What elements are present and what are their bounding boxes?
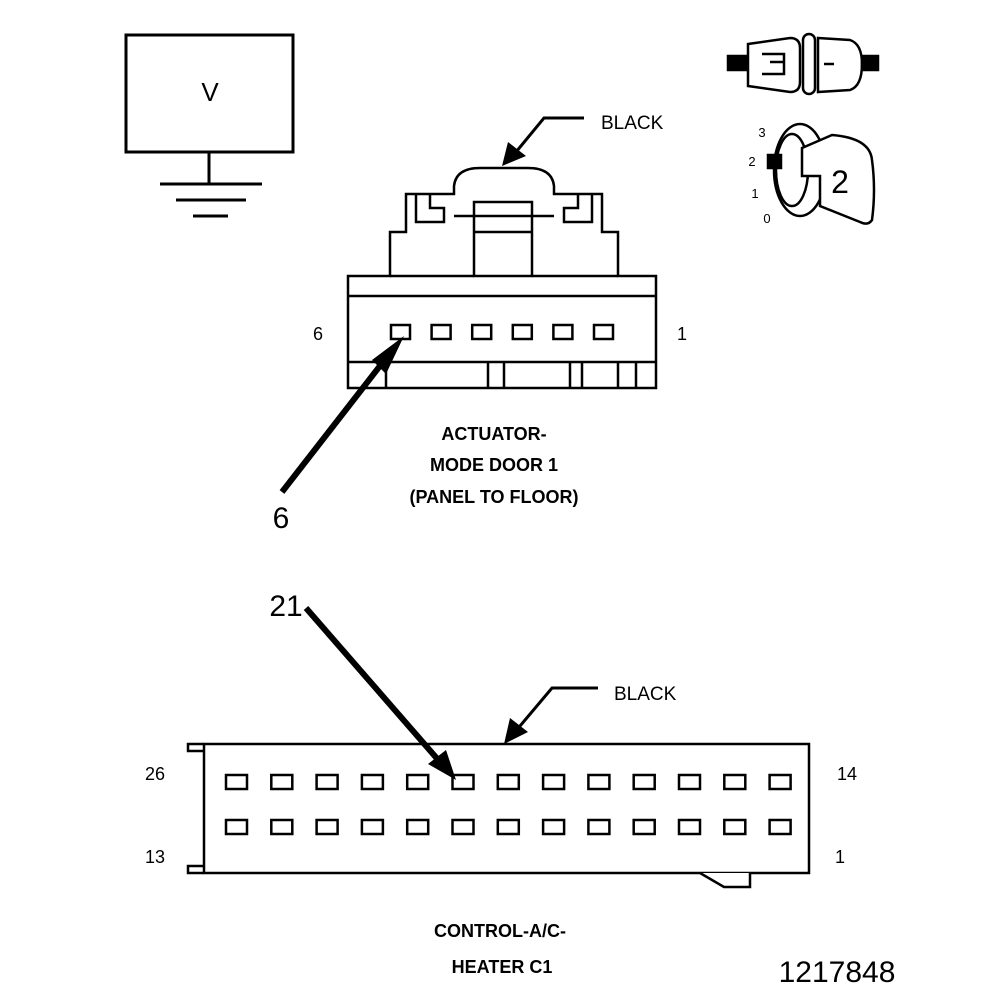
voltmeter-box (124, 33, 295, 154)
actuator-title-line-3: (PANEL TO FLOOR) (410, 487, 579, 507)
control-pin-13-label: 13 (145, 847, 165, 867)
connector-icon (726, 32, 880, 96)
actuator-connector (346, 166, 658, 390)
control-cavity (496, 773, 521, 791)
actuator-color-label: BLACK (601, 113, 664, 134)
control-probe-arrowhead (428, 750, 456, 780)
control-cavity (405, 773, 430, 791)
control-connector-ear-bottom (186, 864, 204, 875)
control-cavity (587, 773, 611, 791)
actuator-cavity (511, 323, 534, 341)
actuator-probe-arrowhead (372, 336, 404, 374)
figure-id: 1217848 (779, 956, 896, 989)
ignition-position-3: 3 (758, 125, 765, 140)
control-cavity (270, 773, 294, 791)
control-cavity (315, 818, 339, 836)
voltmeter-symbol (124, 33, 295, 218)
control-cavity (632, 773, 656, 791)
ignition-position-2: 2 (748, 154, 755, 169)
control-cavity (768, 773, 792, 791)
control-cavity (587, 818, 611, 836)
actuator-title-line-1: ACTUATOR- (441, 424, 546, 444)
control-cavity (451, 773, 475, 791)
connector-icon-male (746, 36, 802, 94)
ignition-switch-icon (766, 122, 876, 225)
actuator-cavity (470, 323, 493, 341)
ignition-position-marker (766, 153, 783, 170)
actuator-probe-pin: 6 (273, 502, 290, 535)
control-connector-tab (699, 871, 752, 889)
control-cavity (632, 818, 656, 836)
actuator-probe-arrow (279, 351, 393, 494)
control-cavity (723, 773, 747, 791)
control-cavity (723, 818, 747, 836)
control-pin-14-label: 14 (837, 764, 857, 784)
control-title-line-1: CONTROL-A/C- (434, 921, 566, 941)
control-cavity (405, 818, 430, 836)
control-cavity (224, 818, 249, 836)
control-cavity (768, 818, 792, 836)
control-cavity (270, 818, 294, 836)
control-connector-ear-top (186, 742, 204, 753)
actuator-pin-1-label: 1 (677, 324, 687, 344)
control-probe-arrow (303, 606, 443, 764)
actuator-latch-left (414, 194, 446, 224)
control-cavity (677, 818, 702, 836)
control-cavity (451, 818, 475, 836)
actuator-cavity (430, 323, 452, 341)
control-color-arrowhead (504, 718, 528, 744)
control-pin-1-label: 1 (835, 847, 845, 867)
actuator-latch-right (562, 194, 594, 224)
control-cavity (360, 773, 385, 791)
connector-icon-wire-left (726, 54, 750, 72)
actuator-color-arrowhead (502, 142, 526, 166)
actuator-cavity (552, 323, 574, 341)
control-cavity (224, 773, 249, 791)
actuator-center-post (472, 200, 534, 278)
control-title-line-2: HEATER C1 (452, 957, 553, 977)
ignition-position-1: 1 (751, 186, 758, 201)
ignition-key (800, 133, 876, 225)
actuator-cavity (389, 323, 412, 341)
actuator-color-leader (514, 116, 584, 153)
actuator-title-line-2: MODE DOOR 1 (430, 455, 558, 475)
ignition-setting: 2 (831, 164, 849, 200)
control-cavity (496, 818, 521, 836)
control-pin-26-label: 26 (145, 764, 165, 784)
actuator-cavity (592, 323, 615, 341)
connector-icon-latch (762, 52, 786, 76)
control-cavity (541, 773, 566, 791)
control-cavity (360, 818, 385, 836)
connector-icon-wire-right (860, 54, 880, 72)
control-connector-body (202, 742, 811, 875)
actuator-cavity-row (389, 323, 615, 341)
control-color-label: BLACK (614, 684, 677, 705)
actuator-foot-1 (384, 362, 638, 388)
connector-icon-seal (801, 32, 817, 96)
voltmeter-label: V (201, 77, 219, 107)
ignition-position-0: 0 (763, 211, 770, 226)
control-connector (186, 742, 811, 889)
control-cavity (315, 773, 339, 791)
control-color-leader (518, 686, 598, 727)
control-cavity (677, 773, 702, 791)
control-cavity-grid (224, 773, 792, 836)
control-probe-pin: 21 (269, 590, 302, 623)
control-cavity (541, 818, 566, 836)
actuator-pin-6-label: 6 (313, 324, 323, 344)
